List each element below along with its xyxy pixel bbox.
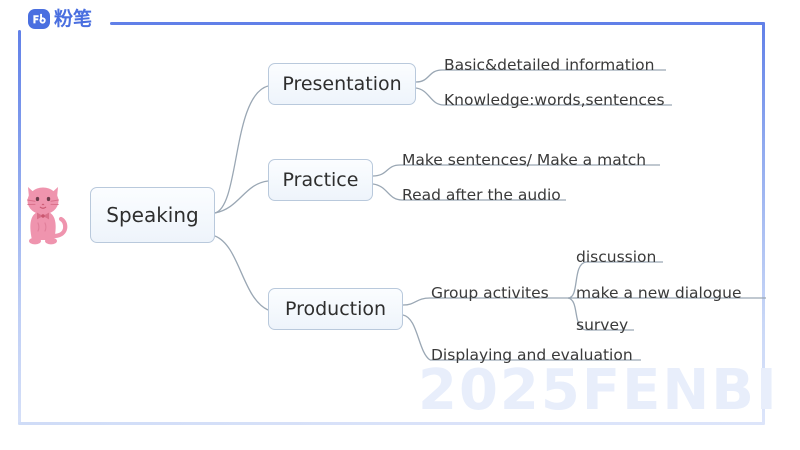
brand-logo-text: 粉笔 (54, 8, 93, 30)
mindmap-node-practice[interactable]: Practice (268, 159, 373, 201)
mindmap-leaf-make-a-new-dialogue[interactable]: make a new dialogue (576, 284, 742, 302)
mindmap-leaf-make-sentences-make-a-match[interactable]: Make sentences/ Make a match (402, 151, 647, 169)
mindmap-leaf-group-activites[interactable]: Group activites (431, 284, 549, 302)
watermark-text: 2025FENBI (418, 358, 779, 423)
mindmap-leaf-survey[interactable]: survey (576, 316, 629, 334)
mindmap-node-presentation[interactable]: Presentation (268, 63, 416, 105)
mindmap-leaf-knowledge-words-sentences[interactable]: Knowledge:words,sentences (444, 91, 665, 109)
frame-bottom-border (18, 422, 765, 425)
frame-top-border (110, 22, 765, 25)
frame-left-border (18, 30, 21, 425)
connector-group-discussion (567, 261, 587, 299)
mindmap-leaf-basic-detailed-information[interactable]: Basic&detailed information (444, 56, 655, 74)
mindmap-leaf-discussion[interactable]: discussion (576, 248, 657, 266)
fenbi-logo-icon (28, 8, 50, 30)
mindmap-node-speaking[interactable]: Speaking (90, 187, 215, 243)
connector-practice-leaf1 (372, 164, 401, 177)
connector-presentation-leaf1 (415, 69, 443, 83)
connector-presentation-leaf2 (415, 87, 445, 106)
connector-practice-leaf2 (372, 183, 403, 201)
mindmap-node-production[interactable]: Production (268, 288, 403, 330)
connector-speaking-practice (214, 180, 269, 214)
frame-right-border (762, 22, 765, 425)
connector-group-survey (567, 297, 587, 331)
connector-speaking-production (214, 235, 269, 311)
connector-speaking-presentation (214, 85, 269, 214)
connector-production-leaf2 (402, 314, 431, 361)
brand-logo: 粉笔 (28, 8, 92, 30)
connector-production-leaf1 (402, 297, 431, 306)
cat-illustration-icon (14, 178, 72, 253)
mindmap-leaf-read-after-the-audio[interactable]: Read after the audio (402, 186, 561, 204)
mindmap-leaf-displaying-and-evaluation[interactable]: Displaying and evaluation (431, 346, 633, 364)
